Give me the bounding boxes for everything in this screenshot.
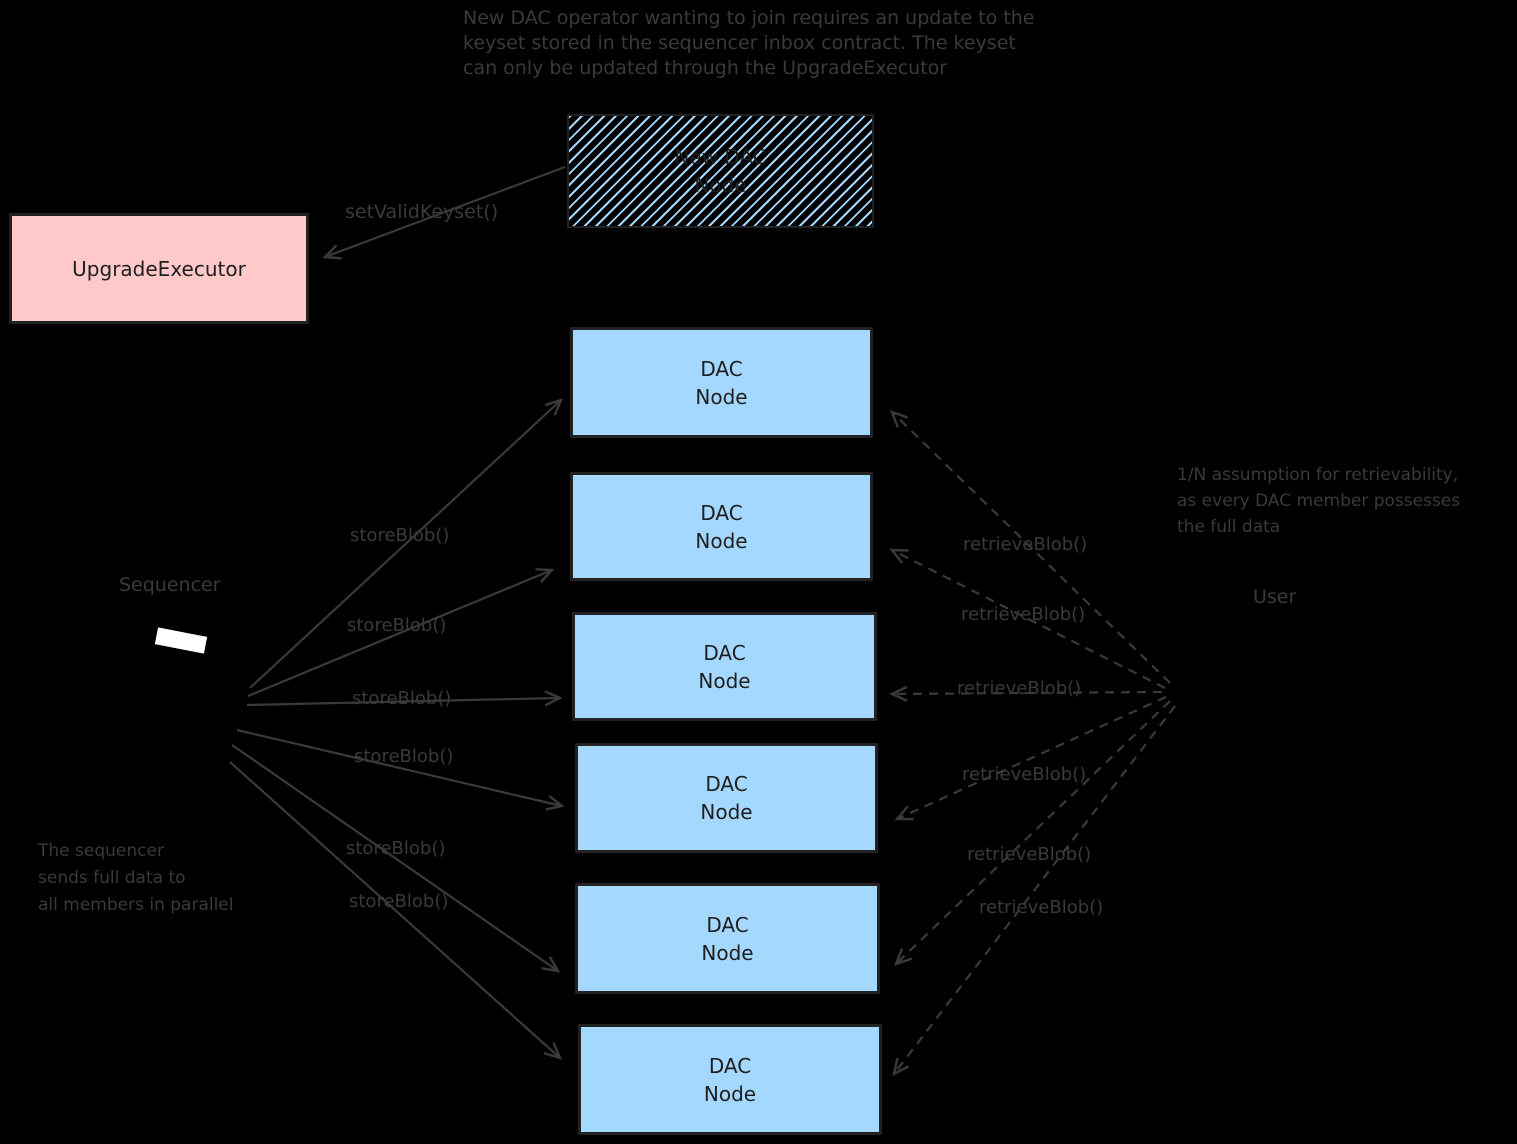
store-blob-arrow-2 [247,568,555,698]
new-dac-node-label-line1: New DAC [674,145,767,169]
upgrade-executor-box: UpgradeExecutor [9,213,309,324]
retrieve-blob-arrow-3 [889,685,1163,702]
dac-node-label-line2: Node [700,800,753,824]
dac-node-box-5: DAC Node [575,883,880,994]
retrievability-note: 1/N assumption for retrievability, as ev… [1177,462,1460,540]
store-blob-label-1: storeBlob() [350,525,450,546]
dac-node-label-line2: Node [698,668,751,693]
retrieve-blob-arrow-6 [892,705,1176,1077]
dac-node-label-line2: Node [695,528,748,553]
sequencer-note: The sequencer sends full data to all mem… [38,838,234,919]
dac-node-box-1: DAC Node [570,327,873,438]
dac-node-box-2: DAC Node [570,472,873,581]
store-blob-arrow-3 [246,690,563,707]
new-dac-node-box: New DAC Node [567,114,874,228]
note-line: sends full data to [38,868,186,888]
note-line: all members in parallel [38,895,234,915]
retrieve-blob-arrow-2 [889,548,1166,689]
store-blob-arrow-4 [236,728,565,811]
retrieve-blob-arrow-4 [894,695,1167,821]
retrieve-blob-label-5: retrieveBlob() [967,844,1092,865]
dac-node-box-4: DAC Node [575,743,878,853]
retrieve-blob-arrow-1 [889,410,1171,684]
dac-node-label-line2: Node [703,1081,757,1106]
note-line: can only be updated through the UpgradeE… [463,57,948,79]
store-blob-label-6: storeBlob() [349,891,449,912]
retrieve-blob-label-4: retrieveBlob() [962,764,1087,785]
retrieve-blob-label-1: retrieveBlob() [963,534,1088,555]
store-blob-label-5: storeBlob() [346,838,446,859]
dac-node-box-3: DAC Node [572,612,877,721]
note-line: as every DAC member possesses [1177,491,1461,511]
retrieve-blob-arrow-5 [893,700,1171,966]
retrieve-blob-label-6: retrieveBlob() [979,897,1104,918]
dac-node-label-line1: DAC [708,1053,752,1078]
note-line: New DAC operator wanting to join require… [463,7,1035,29]
dac-node-box-6: DAC Node [578,1024,882,1135]
store-blob-arrow-1 [249,398,564,689]
dac-node-label-line1: DAC [700,500,743,525]
store-blob-arrow-6 [229,761,563,1060]
top-note: New DAC operator wanting to join require… [463,6,1034,81]
store-blob-label-2: storeBlob() [347,615,447,636]
note-line: The sequencer [38,841,164,861]
store-blob-label-3: storeBlob() [352,688,452,709]
retrieve-blob-label-2: retrieveBlob() [961,604,1086,625]
set-valid-keyset-arrow [322,165,566,260]
dac-node-label-line1: DAC [706,912,749,937]
note-line: the full data [1177,517,1281,537]
dac-node-label-line2: Node [695,384,748,409]
new-dac-node-label-line2: Node [694,173,747,197]
user-label: User [1253,586,1297,608]
store-blob-arrow-5 [231,744,561,973]
set-valid-keyset-label: setValidKeyset() [345,201,499,223]
retrieve-blob-label-3: retrieveBlob() [957,678,1082,699]
dac-node-label-line1: DAC [700,356,743,381]
note-line: keyset stored in the sequencer inbox con… [463,32,1016,54]
sequencer-label: Sequencer [119,574,221,596]
upgrade-executor-label: UpgradeExecutor [72,256,246,281]
dac-node-label-line1: DAC [705,772,748,796]
note-line: 1/N assumption for retrievability, [1177,465,1459,485]
store-blob-label-4: storeBlob() [354,746,454,767]
dac-node-label-line2: Node [701,940,754,965]
dac-node-label-line1: DAC [703,640,746,665]
